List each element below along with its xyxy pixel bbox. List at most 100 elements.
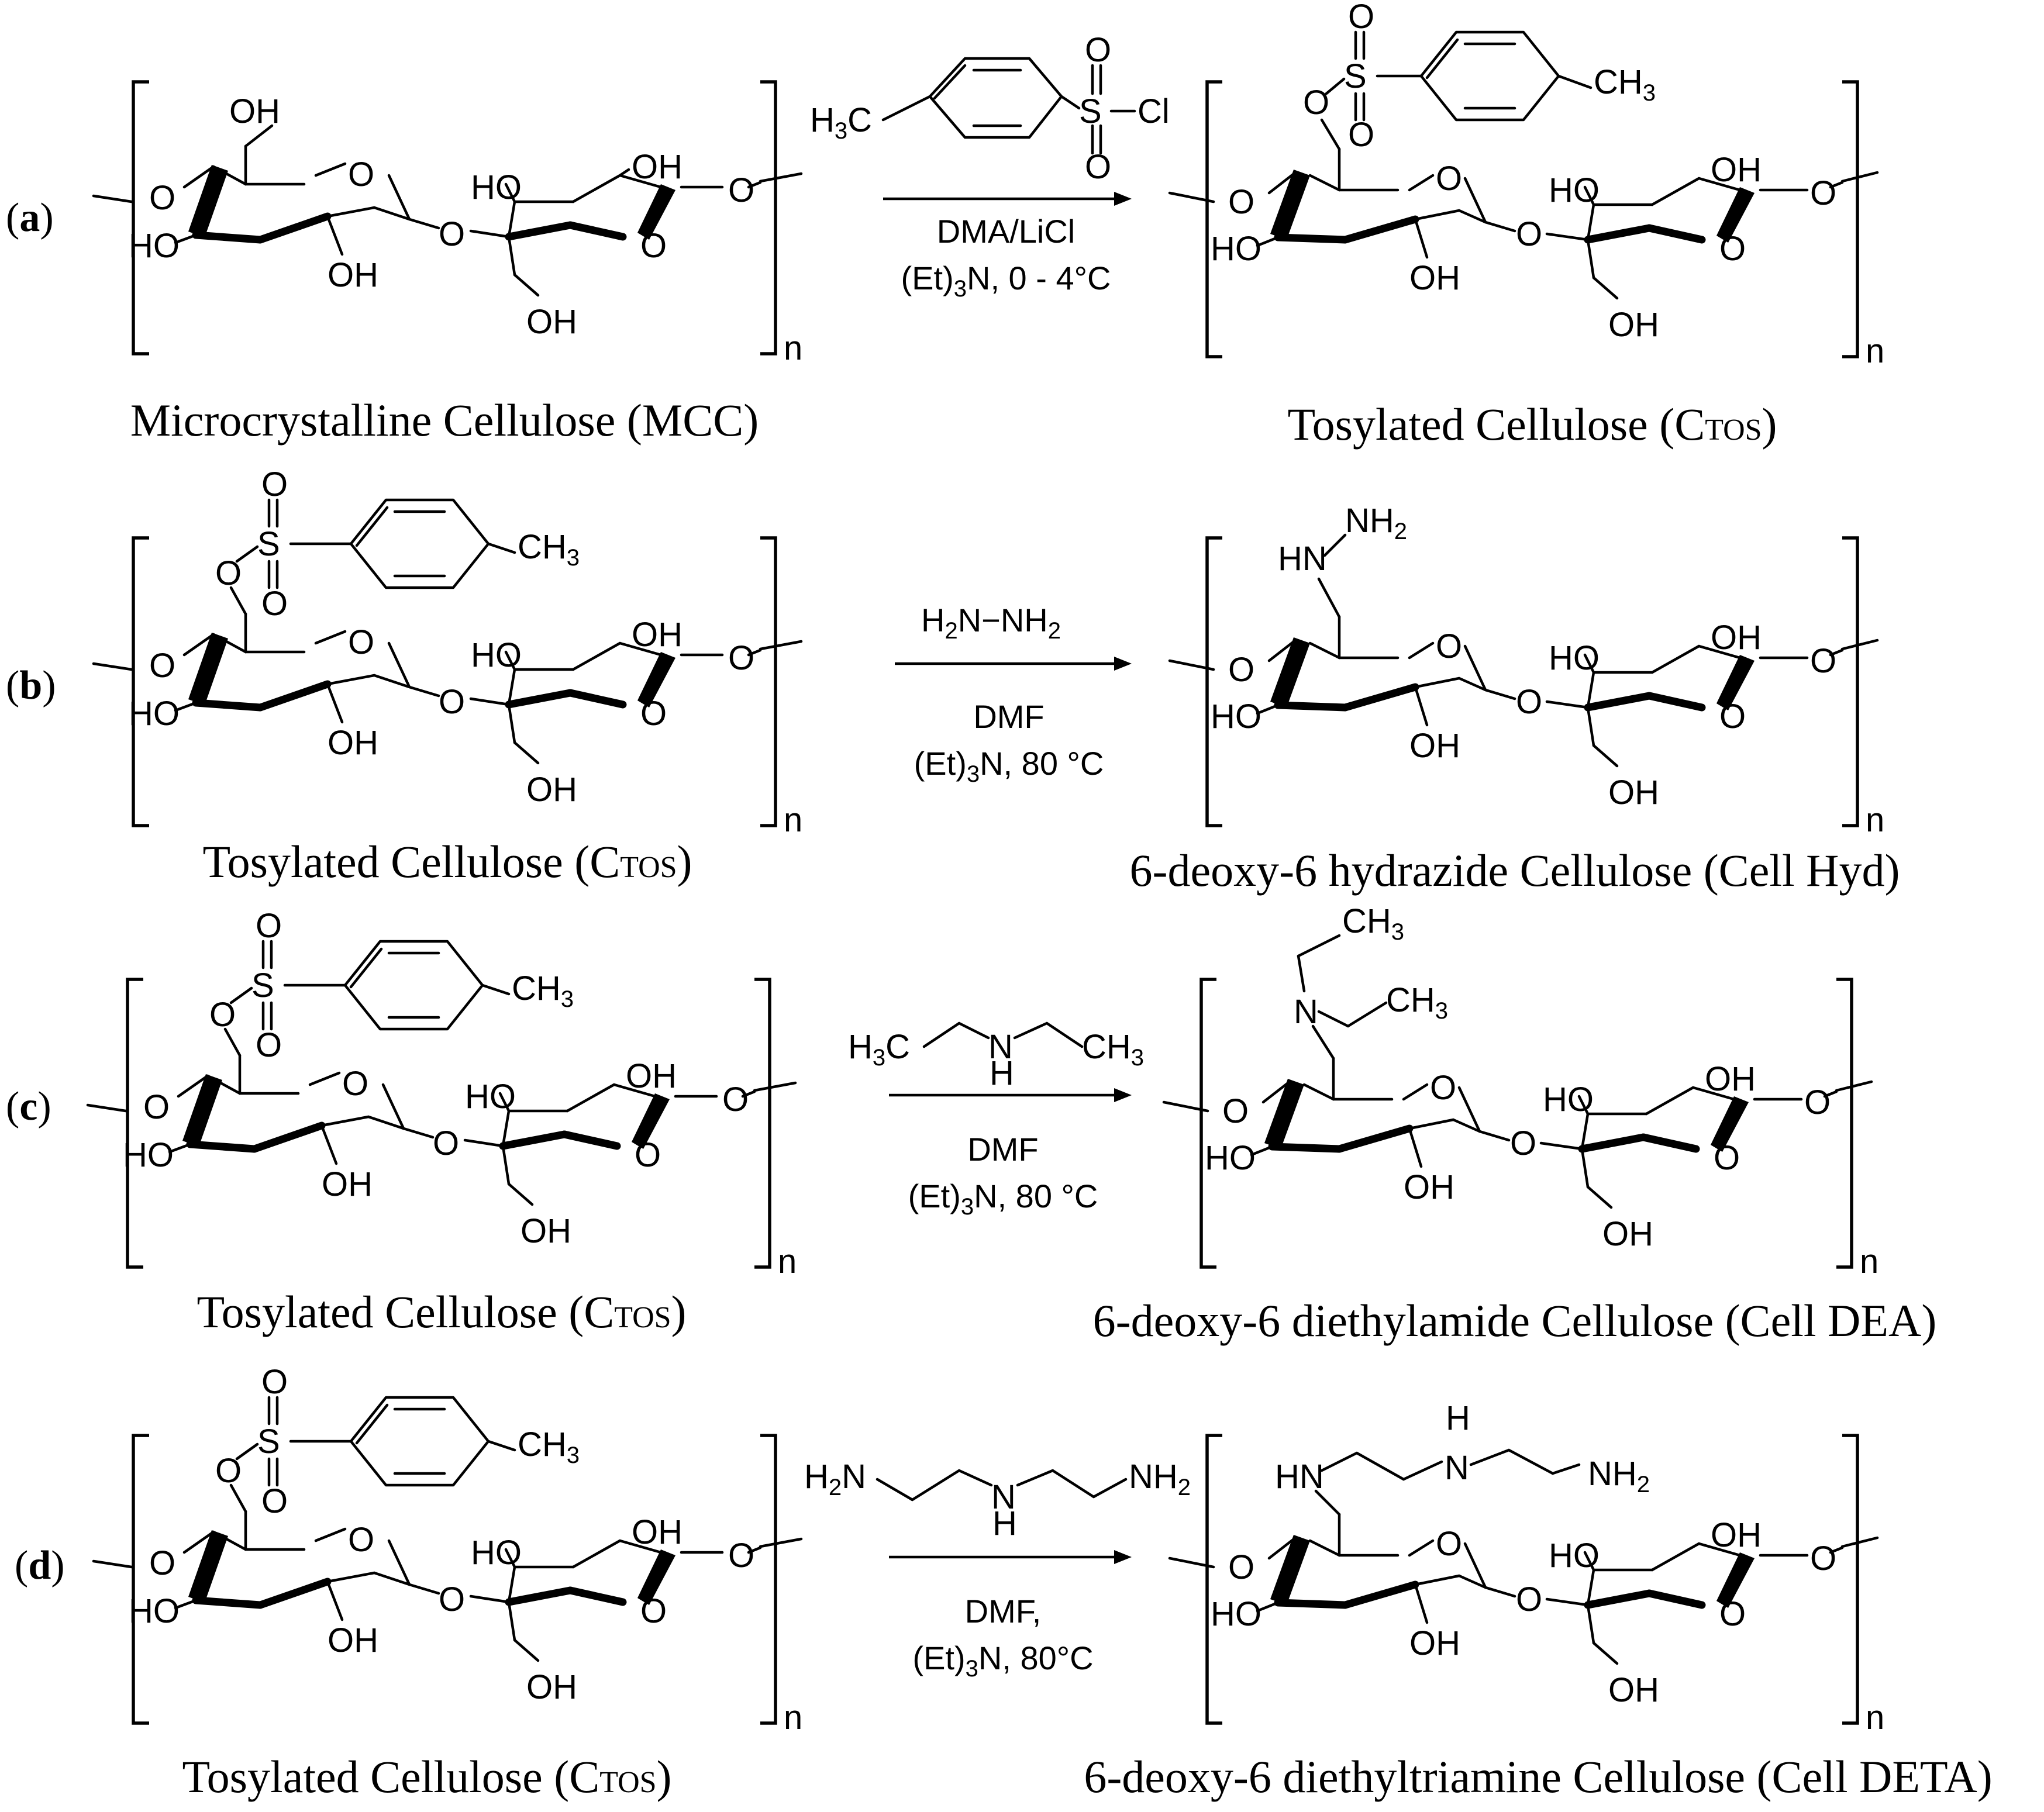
svg-text:HO: HO	[129, 1592, 180, 1630]
svg-text:O: O	[149, 647, 175, 685]
svg-text:HO: HO	[1205, 1139, 1256, 1177]
svg-text:HO: HO	[1211, 1595, 1261, 1633]
svg-text:O: O	[640, 1592, 667, 1630]
svg-text:n: n	[778, 1242, 797, 1281]
svg-text:O: O	[261, 1482, 288, 1520]
svg-text:HO: HO	[1211, 698, 1261, 736]
svg-text:OH: OH	[1608, 306, 1659, 344]
svg-text:O: O	[261, 1363, 288, 1401]
svg-text:N: N	[1294, 993, 1318, 1031]
svg-text:N: N	[991, 1478, 1016, 1516]
svg-text:O: O	[348, 623, 374, 661]
svg-text:HO: HO	[1549, 639, 1600, 677]
svg-text:S: S	[1079, 92, 1102, 130]
deta-reagent: H2N N H NH2	[804, 1458, 1191, 1542]
svg-text:HN: HN	[1278, 540, 1327, 578]
svg-text:(Et)3N, 0 - 4°C: (Et)3N, 0 - 4°C	[901, 260, 1111, 302]
svg-text:OH: OH	[1608, 1671, 1659, 1709]
svg-text:n: n	[784, 1699, 802, 1737]
panel-c: (c)	[6, 902, 1936, 1346]
svg-text:O: O	[1348, 116, 1374, 154]
svg-text:OH: OH	[1409, 259, 1460, 297]
ctos-reactant-d: O S O O CH3 O O HO OH O HO OH O OH O	[92, 1363, 802, 1737]
svg-text:H: H	[1446, 1399, 1470, 1437]
svg-text:O: O	[1810, 642, 1836, 680]
svg-text:O: O	[256, 907, 282, 945]
panel-tag-d: (d)	[15, 1543, 65, 1588]
svg-text:HO: HO	[129, 695, 180, 733]
svg-text:CH3: CH3	[1594, 63, 1656, 106]
svg-text:O: O	[439, 1580, 465, 1618]
svg-text:CH3: CH3	[518, 528, 580, 571]
svg-text:HO: HO	[1549, 1537, 1600, 1575]
svg-text:OH: OH	[1705, 1060, 1756, 1098]
svg-text:O: O	[728, 171, 754, 209]
svg-text:n: n	[1860, 1242, 1878, 1281]
cell-hyd-product: HN NH2 O O HO OH O HO OH O OH O n	[1168, 502, 1884, 839]
svg-text:S: S	[257, 1423, 280, 1461]
svg-text:O: O	[1516, 683, 1542, 721]
svg-text:O: O	[1228, 1548, 1254, 1586]
svg-text:HO: HO	[123, 1136, 174, 1174]
svg-text:O: O	[256, 1026, 282, 1064]
svg-text:O: O	[1714, 1139, 1740, 1177]
svg-text:OH: OH	[1404, 1168, 1454, 1206]
svg-text:6-deoxy-6 hydrazide Cellulose: 6-deoxy-6 hydrazide Cellulose (Cell Hyd)	[1130, 845, 1900, 896]
svg-text:O: O	[439, 683, 465, 721]
svg-text:O: O	[1430, 1069, 1456, 1107]
svg-text:CH3: CH3	[1082, 1028, 1144, 1071]
svg-text:O: O	[635, 1136, 661, 1174]
svg-text:HO: HO	[471, 168, 522, 206]
svg-text:O: O	[1804, 1083, 1831, 1121]
svg-text:H3C: H3C	[810, 101, 872, 144]
ctos-reactant-c: O S O O CH3 O O HO OH O HO OH O OH O	[86, 907, 797, 1281]
panel-tag-c: (c)	[6, 1084, 51, 1129]
mcc-structure: OH O O HO OH O HO OH O OH O n	[92, 80, 802, 367]
diethylamine-reagent: H3C N H CH3	[848, 1021, 1144, 1092]
svg-text:Cl: Cl	[1138, 92, 1170, 130]
cell-dea-product: N CH3 CH3 O O HO OH O HO OH O OH O n	[1162, 902, 1878, 1281]
svg-text:Tosylated Cellulose (CTOS): Tosylated Cellulose (CTOS)	[202, 836, 692, 887]
svg-text:OH: OH	[521, 1212, 571, 1250]
svg-text:CH3: CH3	[1386, 981, 1448, 1024]
svg-text:OH: OH	[1409, 1624, 1460, 1662]
svg-text:DMA/LiCl: DMA/LiCl	[937, 213, 1075, 250]
svg-text:O: O	[722, 1081, 749, 1119]
panel-a: (a)	[6, 0, 1884, 450]
svg-text:HO: HO	[465, 1078, 516, 1116]
svg-text:O: O	[728, 639, 754, 677]
svg-text:O: O	[1348, 0, 1374, 36]
svg-text:O: O	[1810, 1540, 1836, 1578]
svg-text:H: H	[990, 1054, 1014, 1092]
tosyl-chloride-reagent: H3C S O O Cl	[810, 31, 1170, 186]
svg-text:O: O	[1436, 160, 1462, 198]
svg-text:OH: OH	[1711, 619, 1762, 657]
svg-text:n: n	[1866, 332, 1884, 370]
svg-text:OH: OH	[526, 771, 577, 809]
svg-text:H3C: H3C	[848, 1028, 910, 1071]
svg-text:OH: OH	[526, 303, 577, 341]
panel-d: (d)	[15, 1363, 1993, 1802]
svg-text:NH2: NH2	[1588, 1455, 1650, 1497]
svg-text:HO: HO	[471, 636, 522, 674]
svg-text:O: O	[728, 1537, 754, 1575]
svg-text:S: S	[251, 967, 274, 1005]
svg-text:Microcrystalline Cellulose (MC: Microcrystalline Cellulose (MCC)	[130, 395, 759, 446]
svg-text:N: N	[988, 1028, 1013, 1066]
svg-text:H: H	[992, 1504, 1017, 1542]
svg-text:HO: HO	[129, 227, 180, 265]
svg-text:n: n	[784, 801, 802, 839]
svg-text:OH: OH	[626, 1057, 677, 1095]
svg-text:DMF: DMF	[973, 698, 1044, 735]
svg-text:(Et)3N, 80 °C: (Et)3N, 80 °C	[914, 745, 1104, 787]
svg-text:O: O	[1222, 1092, 1249, 1130]
svg-text:O: O	[1516, 215, 1542, 253]
svg-text:O: O	[1510, 1124, 1536, 1162]
svg-text:O: O	[640, 227, 667, 265]
svg-text:O: O	[1810, 174, 1836, 212]
svg-text:O: O	[1228, 183, 1254, 221]
svg-text:O: O	[261, 465, 288, 503]
svg-text:HO: HO	[1211, 230, 1261, 268]
svg-text:n: n	[784, 329, 802, 367]
